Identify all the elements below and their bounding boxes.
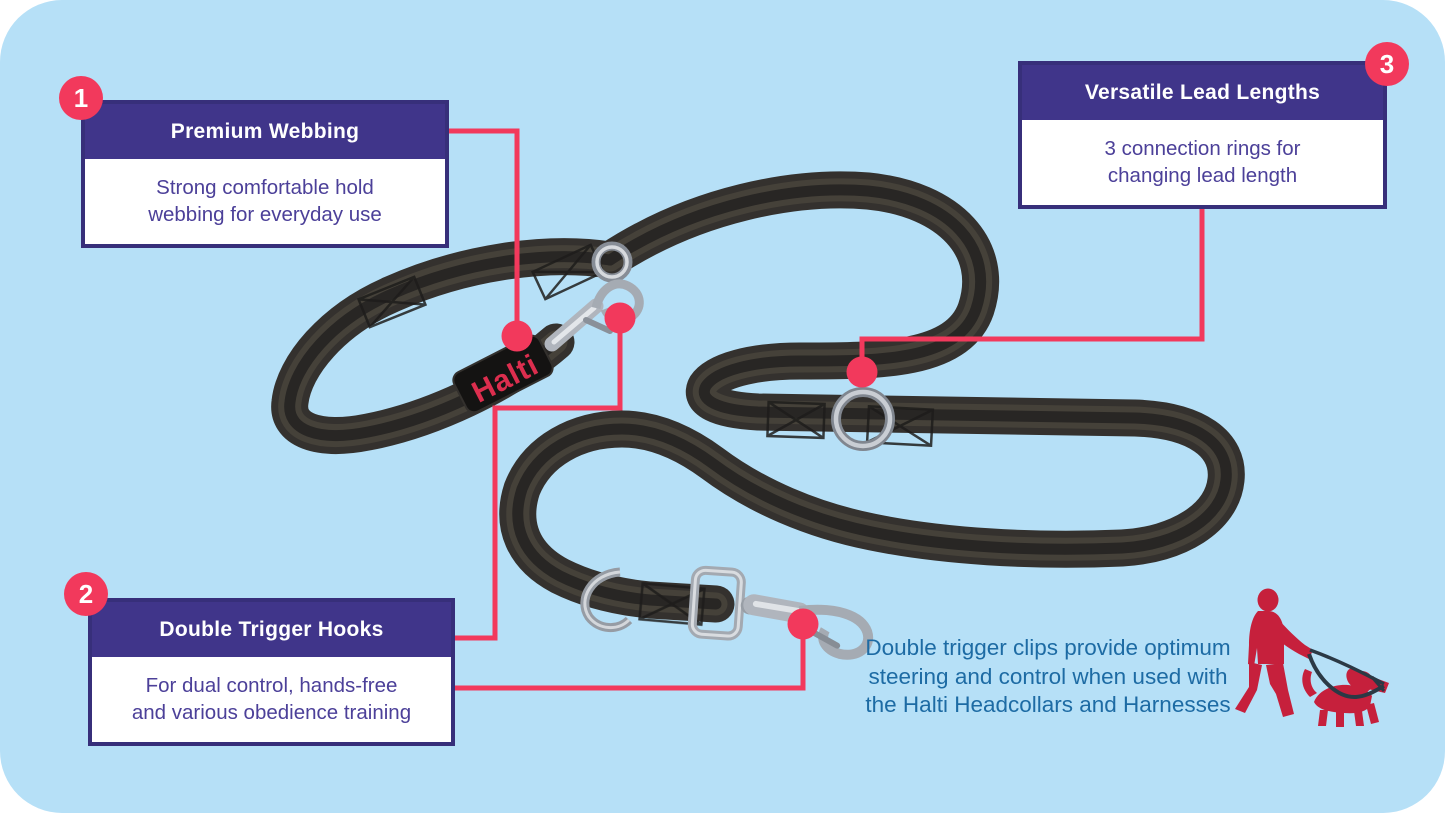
callout-body-line: For dual control, hands-free [145,674,398,697]
footnote-line: the Halti Headcollars and Harnesses [865,692,1231,717]
lead-webbing [290,190,1227,604]
badge-number: 2 [78,578,94,609]
connector-line-1 [449,128,520,336]
callout-body: Strong comfortable hold webbing for ever… [85,159,445,244]
connector-lines [449,128,1205,691]
number-badge-3: 3 [1365,42,1409,86]
callout-body-line: Strong comfortable hold [156,176,374,199]
callout-body-line: changing lead length [1107,164,1298,187]
callout-body-line: and various obedience training [131,701,412,724]
callout-body-line: 3 connection rings for [1104,137,1301,160]
connector-line-2b [453,624,806,691]
callout-card-premium-webbing: Premium Webbing Strong comfortable hold … [81,100,449,248]
connection-ring-top-icon [591,241,633,283]
person-walking-dog-icon [1235,588,1389,727]
trigger-hook-bottom-icon [687,565,874,660]
footnote-text: Double trigger clips provide optimum ste… [848,634,1248,720]
callout-body: For dual control, hands-free and various… [92,657,451,742]
callout-title: Versatile Lead Lengths [1022,65,1383,120]
lead-line [1307,648,1386,699]
footnote-line: Double trigger clips provide optimum [865,635,1231,660]
person-silhouette [1235,588,1313,717]
connector-dot-2b [787,608,819,640]
o-ring-icon [831,387,895,451]
callout-title: Premium Webbing [85,104,445,159]
stitch-marks [356,243,935,626]
callout-card-double-trigger-hooks: Double Trigger Hooks For dual control, h… [88,598,455,746]
d-ring-icon [580,567,633,632]
footnote-line: steering and control when used with [868,663,1228,689]
connector-dot-2a [604,302,636,334]
callout-body-line: webbing for everyday use [148,203,382,226]
connector-line-3 [859,207,1205,372]
number-badge-1: 1 [59,76,103,120]
connector-dot-1 [501,320,533,352]
connector-dot-3 [846,356,878,388]
number-badge-2: 2 [64,572,108,616]
callout-body: 3 connection rings for changing lead len… [1022,120,1383,205]
badge-number: 1 [73,82,89,113]
halti-patch: Halti [452,334,554,414]
badge-number: 3 [1379,48,1395,79]
callout-title: Double Trigger Hooks [92,602,451,657]
connector-line-2a [453,318,623,641]
callout-card-versatile-lead-lengths: Versatile Lead Lengths 3 connection ring… [1018,61,1387,209]
